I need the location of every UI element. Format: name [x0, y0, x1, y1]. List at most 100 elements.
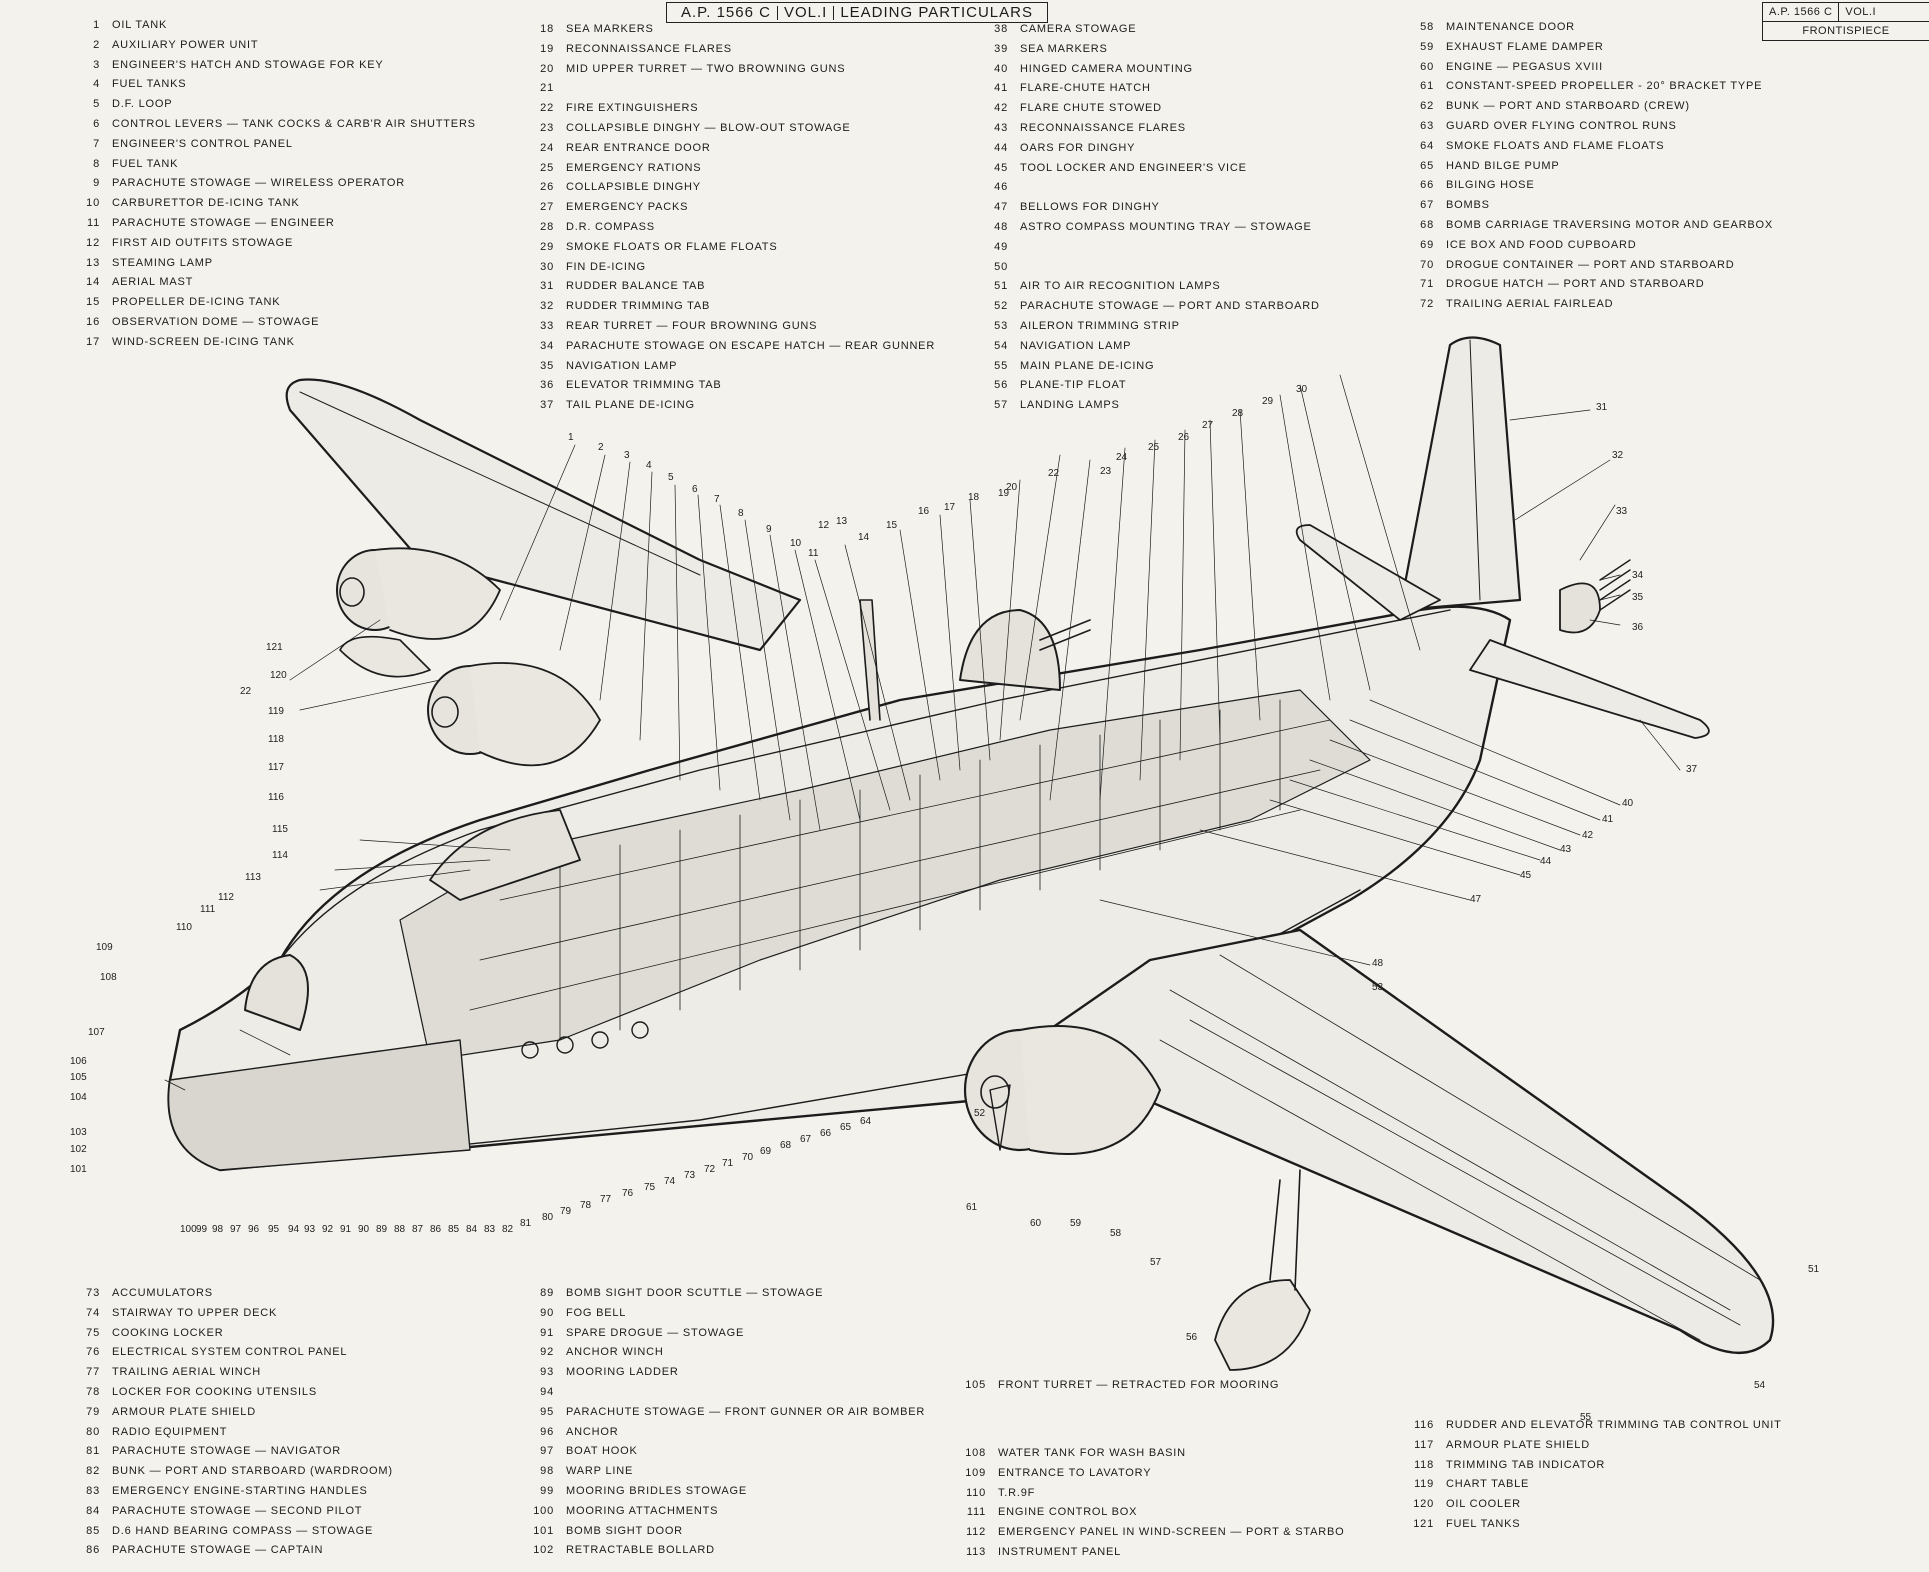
callout-number: 121 [266, 642, 283, 653]
starboard-wing-float [1214, 1279, 1311, 1371]
legend-item-label: MOORING LADDER [566, 1366, 679, 1379]
legend-item: 69 ICE BOX AND FOOD CUPBOARD [1404, 236, 1773, 256]
legend-item-number: 49 [994, 240, 1008, 253]
legend-item-label: TRAILING AERIAL WINCH [112, 1366, 262, 1379]
legend-item-label: EMERGENCY PACKS [566, 201, 689, 214]
legend-item-number: 53 [994, 319, 1008, 332]
callout-number: 71 [722, 1158, 734, 1169]
legend-item-label: FIN DE-ICING [566, 260, 646, 273]
callout-number: 72 [704, 1164, 716, 1175]
legend-item-number: 69 [1420, 238, 1434, 251]
legend-item-label: SEA MARKERS [1020, 42, 1108, 55]
legend-item-number: 89 [540, 1287, 554, 1299]
header-divider [776, 6, 778, 21]
callout-number: 15 [886, 520, 898, 531]
legend-item-number: 82 [86, 1465, 100, 1478]
legend-item-label: FRONT TURRET — RETRACTED FOR MOORING [998, 1379, 1280, 1391]
legend-item-number: 54 [994, 339, 1008, 352]
callout-number: 67 [800, 1134, 812, 1145]
legend-item-number: 37 [540, 399, 554, 412]
starboard-wing-panel-lines [1159, 954, 1761, 1341]
legend-item-number: 33 [540, 319, 554, 332]
callout-number: 86 [430, 1224, 442, 1235]
legend-item-label: BOAT HOOK [566, 1445, 638, 1458]
legend-item-number: 28 [540, 220, 554, 233]
legend-item-label: FLARE-CHUTE HATCH [1020, 82, 1151, 95]
legend-item-label: SMOKE FLOATS OR FLAME FLOATS [566, 240, 778, 253]
legend-item-number: 36 [540, 379, 554, 392]
callout-number: 114 [272, 850, 288, 861]
callout-number: 12 [818, 520, 830, 531]
legend-item-label: ENGINE CONTROL BOX [998, 1506, 1138, 1519]
legend-item-number: 94 [540, 1385, 554, 1398]
callout-number: 84 [466, 1224, 478, 1235]
legend-item-number: 47 [994, 201, 1008, 214]
legend-item: 46 [978, 178, 1320, 198]
callout-number: 32 [1612, 450, 1624, 461]
callout-number: 30 [1296, 384, 1308, 395]
callout-number: 76 [622, 1188, 634, 1199]
legend-item-number: 44 [994, 141, 1008, 154]
legend-item-number: 76 [86, 1346, 100, 1359]
legend-item-label: OBSERVATION DOME — STOWAGE [112, 315, 320, 328]
callout-number: 80 [542, 1212, 554, 1223]
mid-upper-turret [959, 609, 1061, 691]
callout-number: 59 [1070, 1218, 1082, 1229]
legend-item-label: CARBURETTOR DE-ICING TANK [112, 197, 300, 210]
legend-item-number: 14 [86, 276, 100, 289]
legend-item-label: CONSTANT-SPEED PROPELLER - 20° BRACKET T… [1446, 80, 1763, 93]
legend-item-label: WIND-SCREEN DE-ICING TANK [112, 335, 295, 348]
callout-number: 113 [245, 872, 261, 883]
legend-item-label: ICE BOX AND FOOD CUPBOARD [1446, 238, 1637, 251]
legend-item-number: 119 [1414, 1478, 1434, 1491]
legend-item-label: PARACHUTE STOWAGE — CAPTAIN [112, 1544, 324, 1557]
legend-item-number: 45 [994, 161, 1008, 174]
callout-number: 55 [1580, 1412, 1592, 1423]
callout-number: 22 [1048, 468, 1060, 479]
page-reference-box: A.P. 1566 C VOL.I FRONTISPIECE [1762, 2, 1929, 41]
legend-item-number: 7 [93, 137, 100, 150]
legend-item-number: 35 [540, 359, 554, 372]
callout-number: 103 [70, 1127, 87, 1138]
nose-turret [244, 954, 309, 1031]
callout-number: 1 [568, 432, 574, 443]
legend-item-label: PROPELLER DE-ICING TANK [112, 296, 281, 309]
legend-item-number: 24 [540, 141, 554, 154]
callout-number: 109 [96, 942, 113, 953]
callout-number: 90 [358, 1224, 370, 1235]
callout-number: 36 [1632, 622, 1644, 633]
callout-number: 11 [808, 548, 819, 559]
legend-item-number: 66 [1420, 179, 1434, 192]
